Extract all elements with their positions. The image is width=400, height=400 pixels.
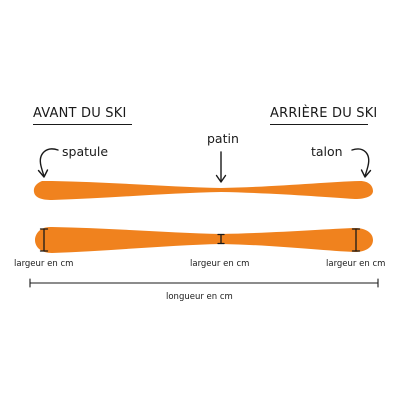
- length-dimension-line: [29, 278, 379, 288]
- front-of-ski-heading: AVANT DU SKI: [33, 106, 127, 121]
- tip-arrowhead-icon: [37, 169, 49, 178]
- waist-label: patin: [207, 131, 239, 146]
- tip-label: spatule: [62, 144, 109, 159]
- width-marker-front: [39, 228, 49, 252]
- front-heading-underline: [33, 124, 132, 125]
- back-heading-underline: [270, 124, 368, 125]
- ski-upper-shape: [33, 181, 374, 200]
- back-of-ski-heading: ARRIÈRE DU SKI: [270, 106, 378, 121]
- tail-label: talon: [311, 144, 343, 159]
- width-marker-waist: [217, 233, 225, 245]
- tail-arrow-icon: [351, 148, 370, 177]
- width-waist-label: largeur en cm: [190, 259, 250, 269]
- width-front-label: largeur en cm: [14, 259, 74, 269]
- length-label: longueur en cm: [166, 292, 233, 302]
- width-marker-tail: [351, 228, 361, 252]
- tip-arrow-icon: [39, 148, 59, 177]
- ski-lower-shape: [35, 227, 373, 253]
- tail-arrowhead-icon: [360, 169, 372, 178]
- width-tail-label: largeur en cm: [326, 259, 386, 269]
- waist-arrowhead-icon: [215, 174, 227, 183]
